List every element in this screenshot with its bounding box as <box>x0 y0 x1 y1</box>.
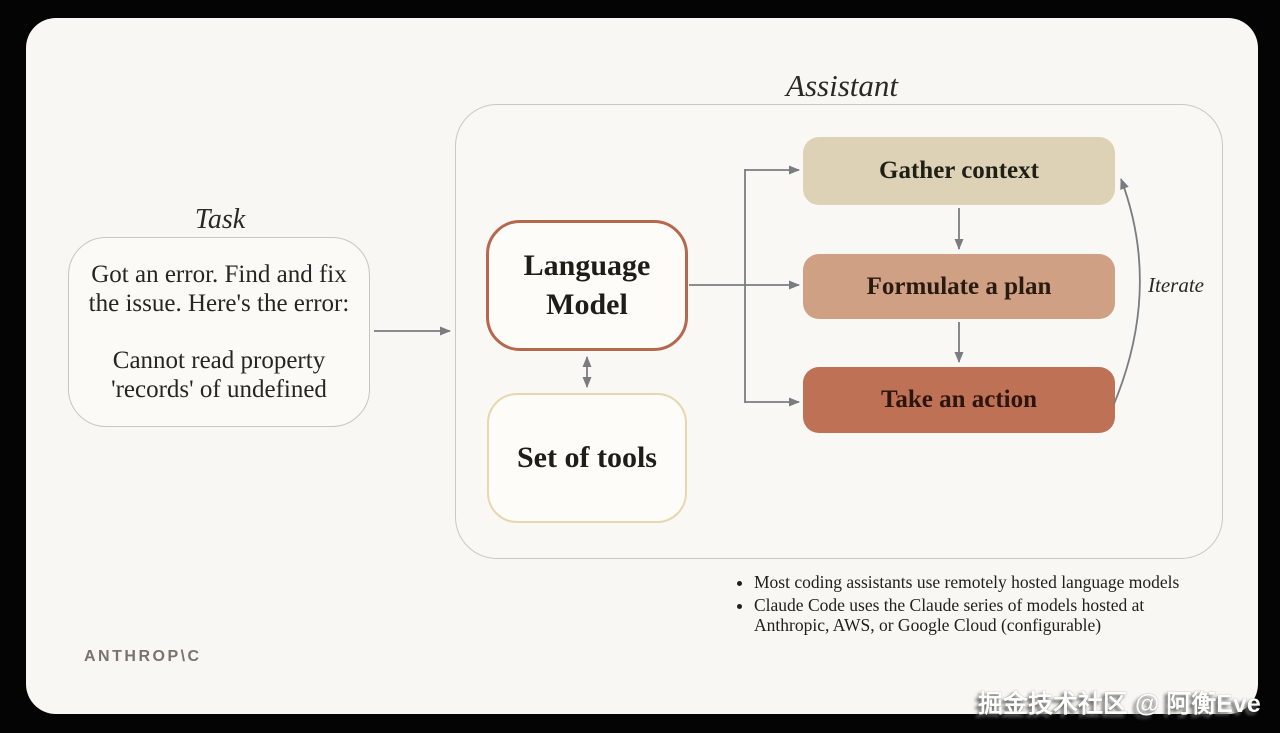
assistant-label: Assistant <box>786 68 898 103</box>
watermark-text: 掘金技术社区 @ 阿衡Eve <box>978 690 1261 718</box>
formulate-plan-box: Formulate a plan <box>803 254 1115 319</box>
notes-list: Most coding assistants use remotely host… <box>728 572 1198 638</box>
gather-context-box: Gather context <box>803 137 1115 205</box>
iterate-label: Iterate <box>1148 273 1204 297</box>
task-error-text: Cannot read property 'records' of undefi… <box>111 346 327 403</box>
take-action-box: Take an action <box>803 367 1115 433</box>
set-of-tools-box: Set of tools <box>487 393 687 523</box>
take-action-label: Take an action <box>880 386 1038 413</box>
note-item: Most coding assistants use remotely host… <box>754 572 1198 593</box>
formulate-plan-label: Formulate a plan <box>866 272 1052 300</box>
task-intro-text: Got an error. Find and fix the issue. He… <box>88 261 350 318</box>
note-item: Claude Code uses the Claude series of mo… <box>754 595 1198 636</box>
task-box: Got an error. Find and fix the issue. He… <box>68 237 370 427</box>
anthropic-logo: ANTHROP\C <box>84 648 202 665</box>
task-label: Task <box>194 204 246 235</box>
gather-context-label: Gather context <box>879 157 1039 184</box>
language-model-label: Language Model <box>523 249 651 321</box>
language-model-box: Language Model <box>486 220 688 351</box>
set-of-tools-label: Set of tools <box>517 440 657 474</box>
